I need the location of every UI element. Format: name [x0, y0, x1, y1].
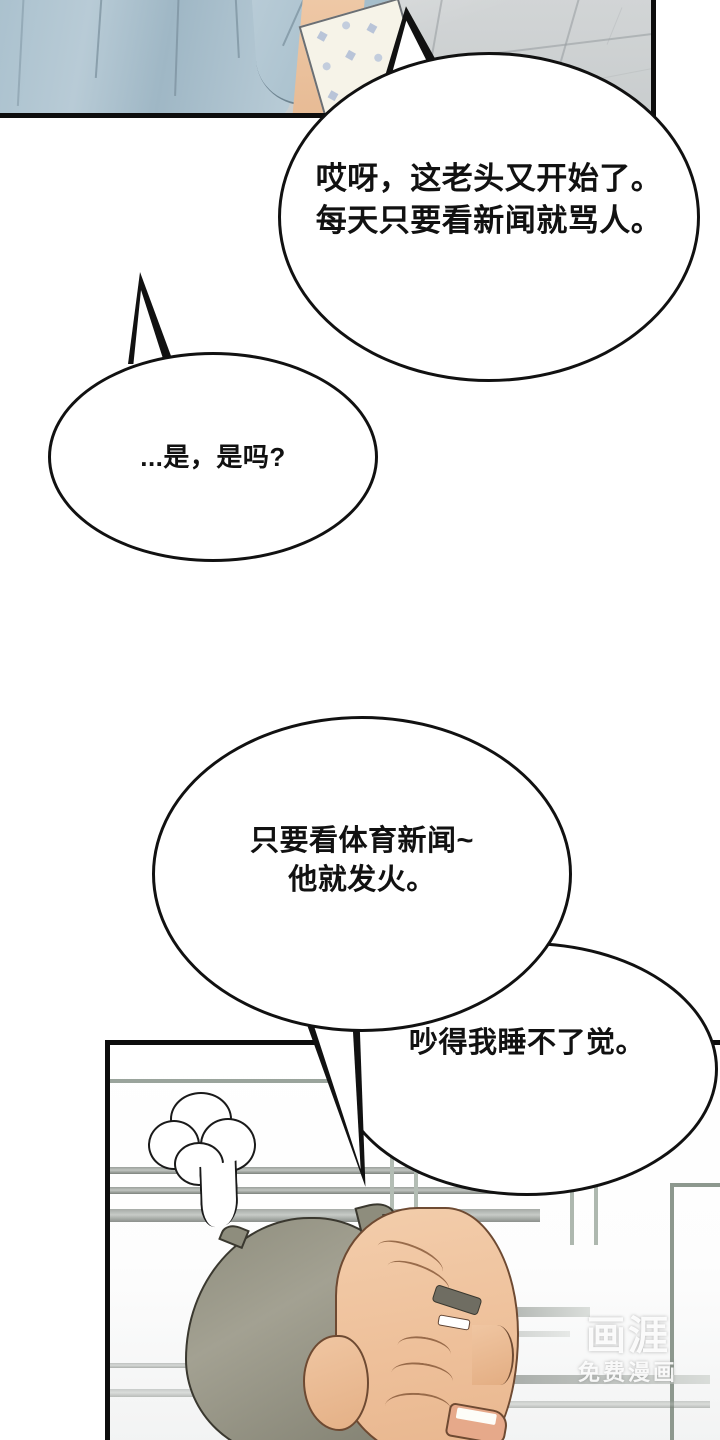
- shirt-fold: [234, 0, 240, 59]
- nose: [472, 1325, 514, 1385]
- collar-pattern-dot: [373, 52, 384, 63]
- teeth: [455, 1407, 497, 1426]
- collar-pattern-dot: [316, 30, 328, 42]
- shirt-fold: [174, 0, 180, 97]
- collar-pattern-dot: [321, 61, 332, 72]
- speech-bubble-3-text: 只要看体育新闻~ 他就发火。: [250, 825, 474, 896]
- collar-pattern-dot: [327, 90, 339, 102]
- speech-bubble-3[interactable]: 只要看体育新闻~ 他就发火。: [152, 716, 572, 1032]
- speech-bubble-1-text: 哎呀，这老头又开始了。 每天只要看新闻就骂人。: [315, 161, 663, 238]
- collar-pattern-dot: [345, 49, 356, 61]
- speech-bubble-2[interactable]: ...是，是吗?: [48, 352, 378, 562]
- character-shirt: [0, 0, 290, 113]
- shirt-fold: [94, 0, 104, 78]
- wall-bar: [410, 1401, 710, 1408]
- window-frame-right: [670, 1183, 720, 1440]
- steam-puff-icon: [148, 1092, 256, 1230]
- shirt-fold: [16, 0, 26, 106]
- collar-pattern-dot: [341, 20, 352, 31]
- wall-bar: [110, 1187, 530, 1194]
- ear: [303, 1335, 369, 1431]
- wall-bar: [410, 1375, 710, 1384]
- collar-pattern-dot: [366, 22, 378, 34]
- elderly-man-head: [185, 1198, 519, 1440]
- bubble-2-tail-inner: [133, 290, 166, 368]
- wall-bar: [110, 1167, 506, 1174]
- speech-bubble-2-text: ...是，是吗?: [140, 441, 286, 472]
- speech-bubble-4[interactable]: 吵得我睡不了觉。: [336, 942, 718, 1196]
- speech-bubble-1[interactable]: 哎呀，这老头又开始了。 每天只要看新闻就骂人。: [278, 52, 700, 382]
- speech-bubble-4-text: 吵得我睡不了觉。: [408, 1026, 645, 1059]
